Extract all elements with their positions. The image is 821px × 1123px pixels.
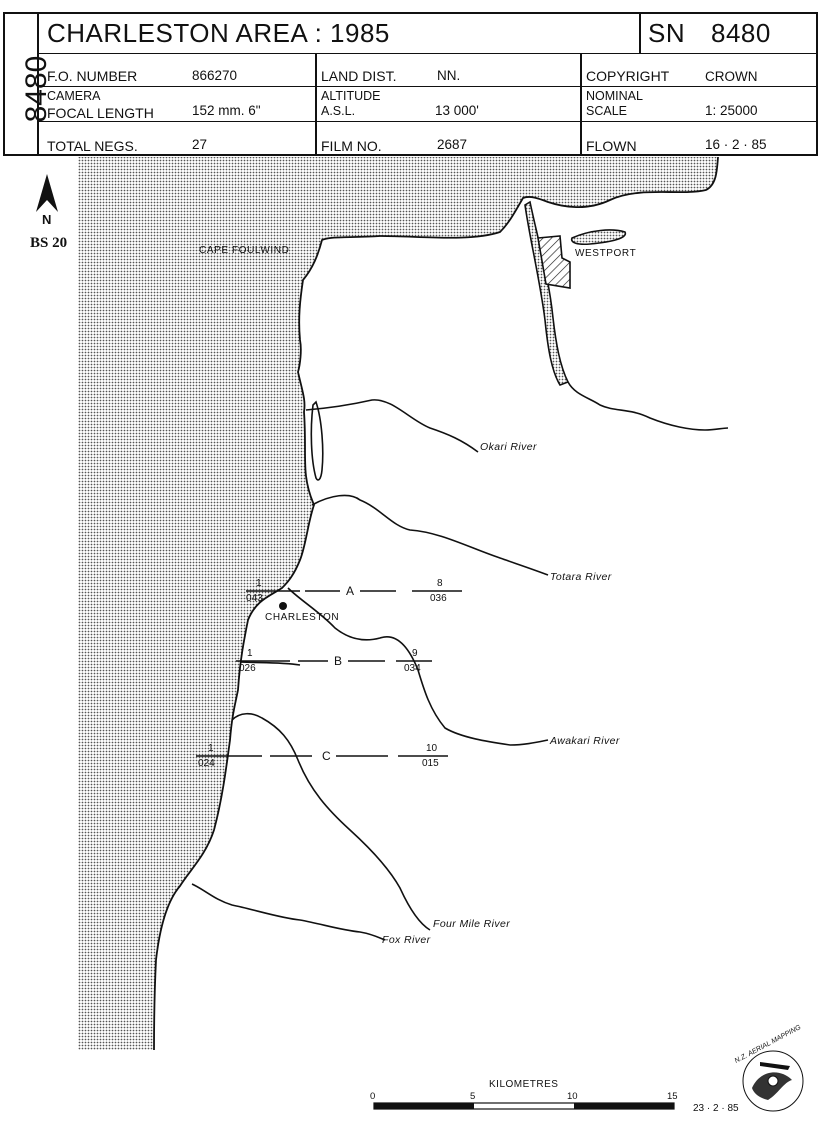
scale-bar-title: KILOMETRES [489,1079,559,1090]
copyright-value: CROWN [705,69,758,84]
totara-river-label: Totara River [550,571,612,583]
total-negs-label: TOTAL NEGS. [47,138,138,154]
awakari-river-label: Awakari River [550,735,620,747]
sea-area [78,157,718,1050]
flown-value: 16 · 2 · 85 [705,137,767,152]
flight-b-end-ref: 034 [404,663,421,674]
divider [37,14,39,154]
aerial-mapping-logo [742,1050,804,1112]
westport-town [537,235,571,289]
flight-a-start-ref: 043 [246,593,263,604]
altitude-label: ALTITUDE [321,89,381,103]
lagoon [310,400,324,481]
flight-c-start-ref: 024 [198,758,215,769]
focal-length-label: FOCAL LENGTH [47,105,154,121]
camera-label: CAMERA [47,89,101,103]
total-negs-value: 27 [192,137,208,152]
fox-river [191,883,386,941]
four-mile-river [231,712,431,931]
date-stamp: 23 · 2 · 85 [693,1103,739,1114]
westport-coast-river [567,381,729,431]
flight-b-name: B [334,654,343,668]
divider [37,53,818,54]
asl-label: A.S.L. [321,104,356,118]
focal-length-value: 152 mm. 6" [192,103,261,118]
divider [37,86,818,87]
flight-a-start-frame: 1 [256,578,262,589]
sn-value: 8480 [711,18,771,48]
flight-b-end-frame: 9 [412,648,418,659]
copyright-label: COPYRIGHT [586,68,670,84]
sn-label: SN [648,18,686,48]
flight-a-end-ref: 036 [430,593,447,604]
divider [315,53,317,154]
flown-label: FLOWN [586,138,637,154]
land-dist-label: LAND DIST. [321,68,397,84]
fox-river-label: Fox River [382,934,431,946]
north-arrow-icon [36,174,58,212]
awakari-mouth [239,661,301,666]
flight-b-start-ref: 026 [239,663,256,674]
sheet-ref: BS 20 [30,235,68,251]
land-dist-value: NN. [437,68,461,83]
flight-a-end-frame: 8 [437,578,443,589]
westport-label: WESTPORT [575,248,637,259]
divider [37,121,818,122]
flight-c-name: C [322,749,331,763]
scale-label: SCALE [586,104,627,118]
map-title: CHARLESTON AREA : 1985 [47,18,390,48]
flight-b-start-frame: 1 [247,648,253,659]
flight-c-start-frame: 1 [208,743,214,754]
fo-number-label: F.O. NUMBER [47,68,138,84]
flight-a-name: A [346,584,355,598]
divider [639,14,641,53]
four-mile-river-label: Four Mile River [433,918,511,930]
buller-river [524,200,570,386]
scale-tick-15: 15 [667,1091,678,1102]
film-no-label: FILM NO. [321,138,382,154]
totara-river [311,494,549,576]
fo-number-value: 866270 [192,68,238,83]
north-label: N [42,212,52,227]
okari-river [305,399,479,453]
nominal-label: NOMINAL [586,89,643,103]
scale-tick-10: 10 [567,1091,578,1102]
altitude-value: 13 000' [435,103,479,118]
flight-c-end-ref: 015 [422,758,439,769]
flight-c-end-frame: 10 [426,743,438,754]
scale-tick-0: 0 [370,1091,376,1102]
charleston-marker [279,602,287,610]
film-no-value: 2687 [437,137,468,152]
scale-value: 1: 25000 [705,103,758,118]
scale-bar [373,1102,675,1110]
header-table: 8480 CHARLESTON AREA : 1985 SN 8480 F.O.… [3,12,818,156]
awakari-river [287,587,549,746]
cape-foulwind-label: CAPE FOULWIND [199,245,290,256]
coastline [153,156,719,1051]
charleston-label: CHARLESTON [265,612,340,623]
divider [580,53,582,154]
scale-tick-5: 5 [470,1091,476,1102]
sand-bank [570,229,627,246]
okari-river-label: Okari River [480,441,537,453]
